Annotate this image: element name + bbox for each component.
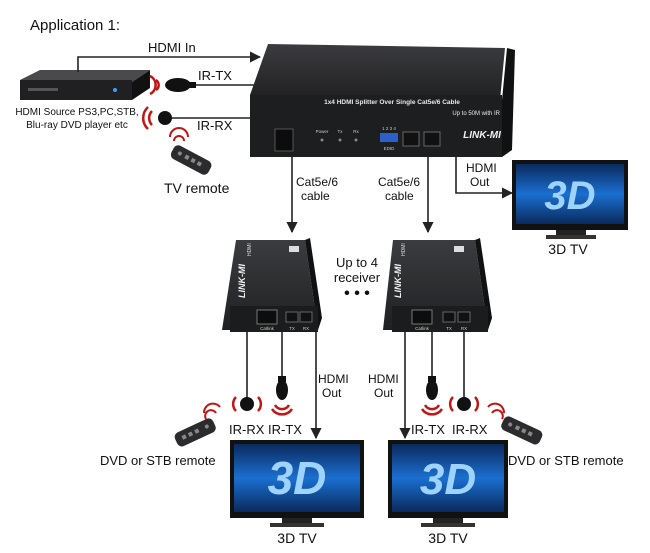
hdmi-in-label: HDMI In: [148, 40, 196, 55]
up-to-label-2: receiver: [334, 270, 381, 285]
receiver-dots: • • •: [344, 285, 370, 302]
hdmi-out-left-label-1: HDMI: [318, 372, 349, 386]
tv-bottom-right: [388, 440, 508, 527]
splitter-dip-label: 1 2 3 4: [382, 126, 396, 131]
dvd-remote-right: [487, 402, 543, 445]
ir-tx-emitter-top: [149, 74, 196, 96]
splitter-power-label: Power: [316, 129, 329, 134]
splitter-title: 1x4 HDMI Splitter Over Single Cat5e/6 Ca…: [324, 99, 460, 106]
receiver-left-tx: TX: [289, 326, 295, 331]
ir-rx-left-receiver: [231, 396, 263, 412]
ir-rx-top-label: IR-RX: [197, 118, 233, 133]
hdmi-out-top-label-2: Out: [470, 175, 490, 189]
splitter-rx-label: Rx: [353, 129, 359, 134]
hdmi-out-right-label-2: Out: [374, 386, 394, 400]
up-to-label-1: Up to 4: [336, 255, 378, 270]
cat-right-label-2: cable: [385, 189, 414, 203]
receiver-left-catlink: Catlink: [260, 326, 275, 331]
hdmi-out-top-wire: [455, 150, 514, 199]
receiver-left-brand: LINK-MI: [237, 264, 247, 298]
tv-top-right-logo: 3D: [544, 174, 595, 218]
hdmi-out-left-label-2: Out: [322, 386, 342, 400]
receiver-right-brand: LINK-MI: [393, 264, 403, 298]
ir-rx-receiver-top: [141, 106, 172, 130]
tv-bottom-left-logo: 3D: [268, 452, 327, 504]
receiver-left: [222, 238, 322, 332]
receiver-left-rx: RX: [303, 326, 309, 331]
cat-left-label-1: Cat5e/6: [296, 175, 338, 189]
source-label-2: Blu-ray DVD player etc: [26, 120, 128, 131]
ir-rx-left-label: IR-RX: [229, 422, 265, 437]
receiver-right-rx: RX: [461, 326, 467, 331]
receiver-right-hdmi: HDMI: [401, 243, 407, 256]
cat-left-label-2: cable: [301, 189, 330, 203]
ir-tx-right-label: IR-TX: [411, 422, 445, 437]
diagram-title: Application 1:: [30, 17, 120, 34]
ir-tx-left-emitter: [270, 376, 294, 416]
ir-rx-right-label: IR-RX: [452, 422, 488, 437]
tv-remote-label: TV remote: [164, 180, 230, 196]
tv-bottom-right-label: 3D TV: [428, 530, 468, 546]
splitter-subtitle: Up to 50M with IR: [452, 111, 500, 117]
source-label-1: HDMI Source PS3,PC,STB,: [15, 107, 138, 118]
tv-top-right: [512, 160, 628, 239]
hdmi-in-arrow: [77, 51, 262, 72]
splitter-brand: LINK-MI: [463, 130, 501, 141]
ir-tx-top-label: IR-TX: [198, 68, 232, 83]
dvd-remote-left: [174, 402, 221, 447]
receiver-right: [383, 238, 492, 332]
tv-bottom-left: [230, 440, 364, 527]
cat-right-label-1: Cat5e/6: [378, 175, 420, 189]
receiver-left-hdmi: HDMI: [247, 243, 253, 256]
receiver-right-tx: TX: [446, 326, 452, 331]
ir-tx-right-emitter: [420, 376, 444, 416]
remote-right-label: DVD or STB remote: [508, 453, 624, 468]
hdmi-source-player: [20, 70, 150, 100]
splitter-tx-label: Tx: [338, 129, 344, 134]
remote-left-label: DVD or STB remote: [100, 453, 216, 468]
tv-top-right-label: 3D TV: [548, 241, 588, 257]
hdmi-out-top-label-1: HDMI: [466, 161, 497, 175]
tv-bottom-left-label: 3D TV: [277, 530, 317, 546]
hdmi-out-right-label-1: HDMI: [368, 372, 399, 386]
tv-bottom-right-logo: 3D: [420, 455, 476, 504]
receiver-right-catlink: Catlink: [415, 326, 430, 331]
ir-tx-left-label: IR-TX: [268, 422, 302, 437]
splitter-edid-label: EDID: [384, 146, 396, 151]
hdmi-splitter: [250, 44, 515, 157]
tv-remote: [169, 127, 212, 175]
ir-rx-right-receiver: [448, 396, 480, 412]
